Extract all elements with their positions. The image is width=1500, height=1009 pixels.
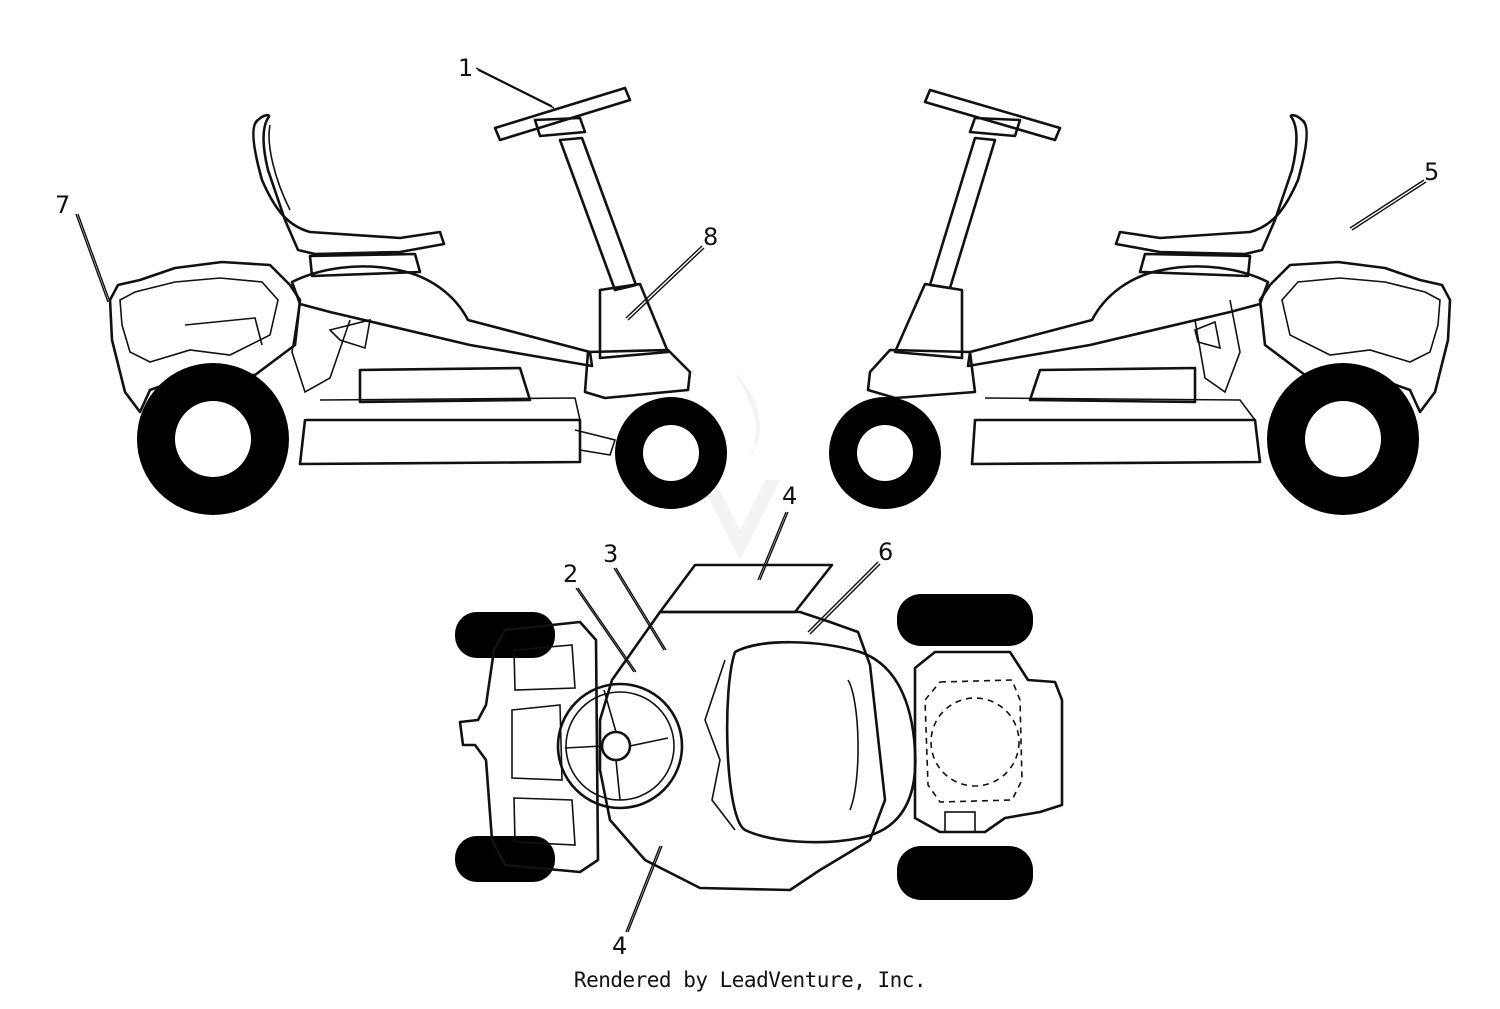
callout-4-upper: 4 — [782, 482, 797, 510]
leadventure-watermark — [700, 372, 780, 560]
callout-7: 7 — [55, 191, 70, 219]
callout-3: 3 — [603, 540, 618, 568]
callout-8: 8 — [703, 223, 718, 251]
callout-5: 5 — [1424, 158, 1439, 186]
callout-4-lower: 4 — [612, 932, 627, 960]
callout-2: 2 — [563, 560, 578, 588]
rendered-by-credit: Rendered by LeadVenture, Inc. — [573, 968, 927, 992]
callout-6: 6 — [878, 538, 893, 566]
mower-left-side-view — [108, 86, 727, 515]
callout-leaders — [75, 67, 1427, 933]
callout-1: 1 — [458, 54, 473, 82]
mower-top-view — [455, 563, 1064, 900]
mower-right-side-view — [829, 88, 1452, 515]
